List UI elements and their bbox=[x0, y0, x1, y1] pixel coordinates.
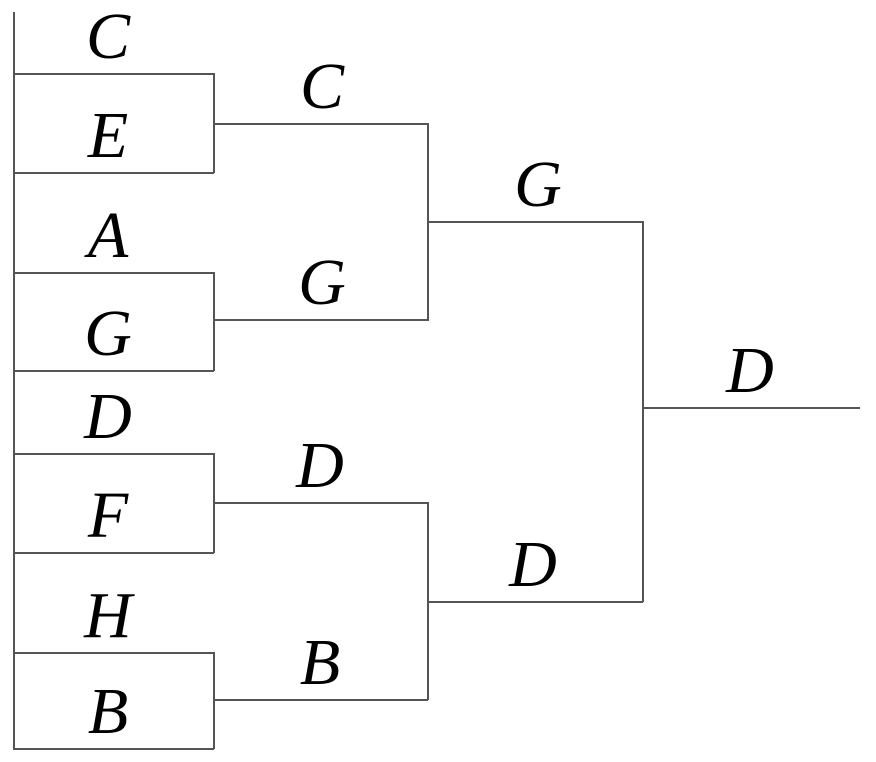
entrant-line-f bbox=[13, 552, 214, 554]
entrant-label-g: G bbox=[84, 297, 132, 370]
entrant-label-f: F bbox=[87, 479, 129, 552]
entrant-label-h: H bbox=[84, 579, 132, 652]
semifinal-winner-label-g: G bbox=[514, 148, 562, 221]
semifinal-winner-label-d: D bbox=[509, 528, 557, 601]
semifinal-winner-line-d bbox=[427, 601, 643, 603]
entrant-label-b: B bbox=[87, 675, 129, 748]
match-hb-bracket-line bbox=[213, 652, 215, 749]
entrant-line-d bbox=[13, 453, 214, 455]
round2-winner-label-c: C bbox=[299, 50, 345, 123]
entrant-label-c: C bbox=[85, 0, 131, 73]
entrant-line-b bbox=[13, 748, 214, 750]
entrant-label-d: D bbox=[84, 380, 132, 453]
round2-winner-line-c bbox=[213, 123, 428, 125]
champion-line bbox=[642, 407, 860, 409]
round2-winner-label-b: B bbox=[299, 626, 341, 699]
champion-label: D bbox=[726, 334, 774, 407]
round2-winner-label-g: G bbox=[298, 246, 346, 319]
final-bracket-line bbox=[642, 221, 644, 602]
entrant-line-c bbox=[13, 73, 214, 75]
entrant-line-g bbox=[13, 370, 214, 372]
semifinal-winner-line-g bbox=[427, 221, 643, 223]
round2-winner-line-g bbox=[213, 319, 428, 321]
round2-winner-line-b bbox=[213, 699, 428, 701]
entrant-line-e bbox=[13, 172, 214, 174]
entrant-label-a: A bbox=[87, 199, 129, 272]
entrant-line-h bbox=[13, 652, 214, 654]
match-ag-bracket-line bbox=[213, 272, 215, 371]
bracket-left-edge-line bbox=[13, 12, 15, 749]
round2-winner-line-d bbox=[213, 502, 428, 504]
round2-winner-label-d: D bbox=[296, 429, 344, 502]
entrant-label-e: E bbox=[87, 99, 129, 172]
entrant-line-a bbox=[13, 272, 214, 274]
